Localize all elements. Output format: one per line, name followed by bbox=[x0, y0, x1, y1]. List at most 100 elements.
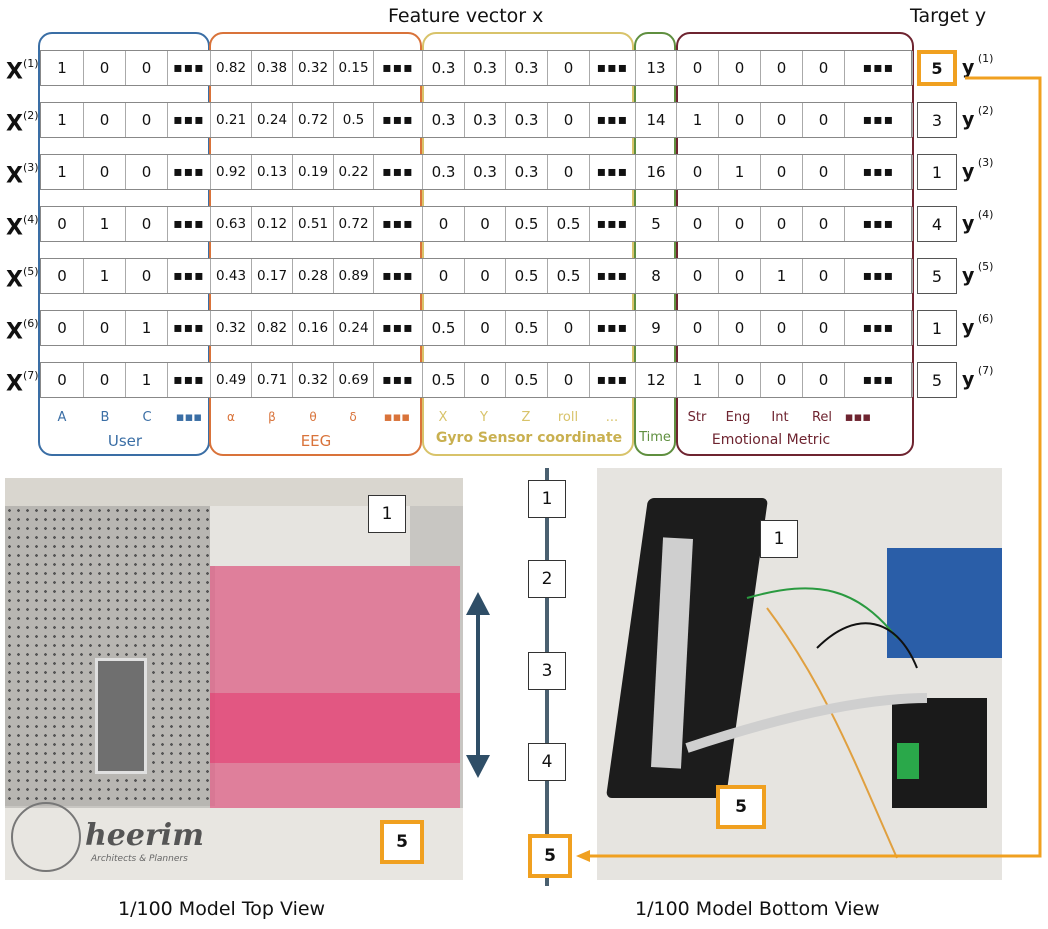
eeg-cell: 0.21 bbox=[211, 103, 252, 137]
user-axis-ellipsis: ▪▪▪ bbox=[175, 410, 203, 425]
gyro-cell: 0 bbox=[465, 207, 506, 241]
eeg-cell: 0.32 bbox=[293, 51, 334, 85]
user-cell: 0 bbox=[126, 103, 168, 137]
ellipsis-cell: ▪▪▪ bbox=[168, 51, 211, 85]
eeg-cell: 0.69 bbox=[334, 363, 374, 397]
target-value: 1 bbox=[917, 154, 957, 190]
time-cell: 12 bbox=[636, 363, 677, 397]
emo-axis-label: Rel bbox=[811, 410, 833, 425]
ellipsis-cell: ▪▪▪ bbox=[845, 51, 913, 85]
user-cell: 0 bbox=[84, 155, 126, 189]
ellipsis-cell: ▪▪▪ bbox=[590, 363, 636, 397]
target-value: 5 bbox=[917, 50, 957, 86]
eeg-cell: 0.51 bbox=[293, 207, 334, 241]
eeg-cell: 0.82 bbox=[252, 311, 293, 345]
ellipsis-cell: ▪▪▪ bbox=[845, 103, 913, 137]
user-cell: 0 bbox=[126, 51, 168, 85]
gyro-cell: 0 bbox=[548, 311, 590, 345]
ellipsis-cell: ▪▪▪ bbox=[590, 103, 636, 137]
eeg-cell: 0.16 bbox=[293, 311, 334, 345]
user-axis-label: A bbox=[57, 410, 67, 425]
time-cell: 16 bbox=[636, 155, 677, 189]
user-cell: 0 bbox=[126, 207, 168, 241]
gyro-cell: 0 bbox=[548, 103, 590, 137]
eeg-cell: 0.24 bbox=[334, 311, 374, 345]
ellipsis-cell: ▪▪▪ bbox=[168, 259, 211, 293]
emo-cell: 0 bbox=[719, 103, 761, 137]
eeg-cell: 0.82 bbox=[211, 51, 252, 85]
facade-opening bbox=[95, 658, 147, 774]
row-label: X(6) bbox=[6, 317, 39, 345]
emo-cell: 0 bbox=[803, 259, 845, 293]
emo-cell: 0 bbox=[761, 363, 803, 397]
emo-cell: 1 bbox=[677, 103, 719, 137]
gyro-cell: 0.3 bbox=[465, 155, 506, 189]
ellipsis-cell: ▪▪▪ bbox=[590, 311, 636, 345]
marker-1-top: 1 bbox=[368, 495, 406, 533]
emo-cell: 1 bbox=[719, 155, 761, 189]
ellipsis-cell: ▪▪▪ bbox=[374, 259, 423, 293]
eeg-cell: 0.49 bbox=[211, 363, 252, 397]
emo-cell: 0 bbox=[677, 51, 719, 85]
time-cell: 8 bbox=[636, 259, 677, 293]
eeg-cell: 0.15 bbox=[334, 51, 374, 85]
target-value: 5 bbox=[917, 362, 957, 398]
marker-3-scale: 3 bbox=[528, 652, 566, 690]
gyro-axis-ellipsis: ... bbox=[605, 410, 619, 425]
pink-block-shade bbox=[210, 693, 460, 763]
eeg-cell: 0.32 bbox=[293, 363, 334, 397]
user-cell: 1 bbox=[126, 311, 168, 345]
gyro-cell: 0 bbox=[423, 259, 465, 293]
user-cell: 1 bbox=[41, 51, 84, 85]
ellipsis-cell: ▪▪▪ bbox=[168, 311, 211, 345]
arduino-board bbox=[887, 548, 1002, 658]
target-label: y (6) bbox=[962, 312, 994, 339]
time-cell: 14 bbox=[636, 103, 677, 137]
gyro-cell: 0.5 bbox=[506, 363, 548, 397]
eeg-axis-label: δ bbox=[349, 410, 357, 424]
eeg-cell: 0.92 bbox=[211, 155, 252, 189]
gyro-cell: 0.5 bbox=[548, 207, 590, 241]
gyro-cell: 0 bbox=[548, 155, 590, 189]
emo-cell: 1 bbox=[761, 259, 803, 293]
gyro-cell: 0 bbox=[465, 363, 506, 397]
feature-vector-title: Feature vector x bbox=[388, 5, 544, 27]
target-label: y (7) bbox=[962, 364, 994, 391]
time-cell: 5 bbox=[636, 207, 677, 241]
gyro-cell: 0.3 bbox=[506, 51, 548, 85]
user-cell: 0 bbox=[41, 207, 84, 241]
eeg-group-frame bbox=[209, 32, 422, 456]
ellipsis-cell: ▪▪▪ bbox=[845, 259, 913, 293]
user-group-name: User bbox=[107, 432, 143, 450]
emo-cell: 0 bbox=[677, 259, 719, 293]
target-label: y (4) bbox=[962, 208, 994, 235]
target-label: y (3) bbox=[962, 156, 994, 183]
marker-5-top: 5 bbox=[380, 820, 424, 864]
user-axis-label: C bbox=[142, 410, 152, 425]
gyro-cell: 0.3 bbox=[423, 155, 465, 189]
gyro-cell: 0.5 bbox=[506, 207, 548, 241]
target-value: 1 bbox=[917, 310, 957, 346]
emo-cell: 0 bbox=[761, 103, 803, 137]
eeg-axis-label: α bbox=[227, 410, 235, 424]
emo-cell: 0 bbox=[761, 155, 803, 189]
row-label: X(1) bbox=[6, 57, 39, 85]
ellipsis-cell: ▪▪▪ bbox=[168, 103, 211, 137]
eeg-cell: 0.63 bbox=[211, 207, 252, 241]
ellipsis-cell: ▪▪▪ bbox=[168, 363, 211, 397]
user-cell: 0 bbox=[84, 103, 126, 137]
gyro-cell: 0.3 bbox=[506, 155, 548, 189]
user-cell: 0 bbox=[41, 311, 84, 345]
ellipsis-cell: ▪▪▪ bbox=[590, 207, 636, 241]
emo-cell: 0 bbox=[761, 311, 803, 345]
user-cell: 0 bbox=[41, 259, 84, 293]
brand-subtitle: Architects & Planners bbox=[91, 854, 188, 864]
target-value: 4 bbox=[917, 206, 957, 242]
eeg-cell: 0.28 bbox=[293, 259, 334, 293]
user-cell: 0 bbox=[84, 51, 126, 85]
top-view-photo: heerim Architects & Planners bbox=[5, 478, 463, 880]
gyro-cell: 0.5 bbox=[506, 259, 548, 293]
